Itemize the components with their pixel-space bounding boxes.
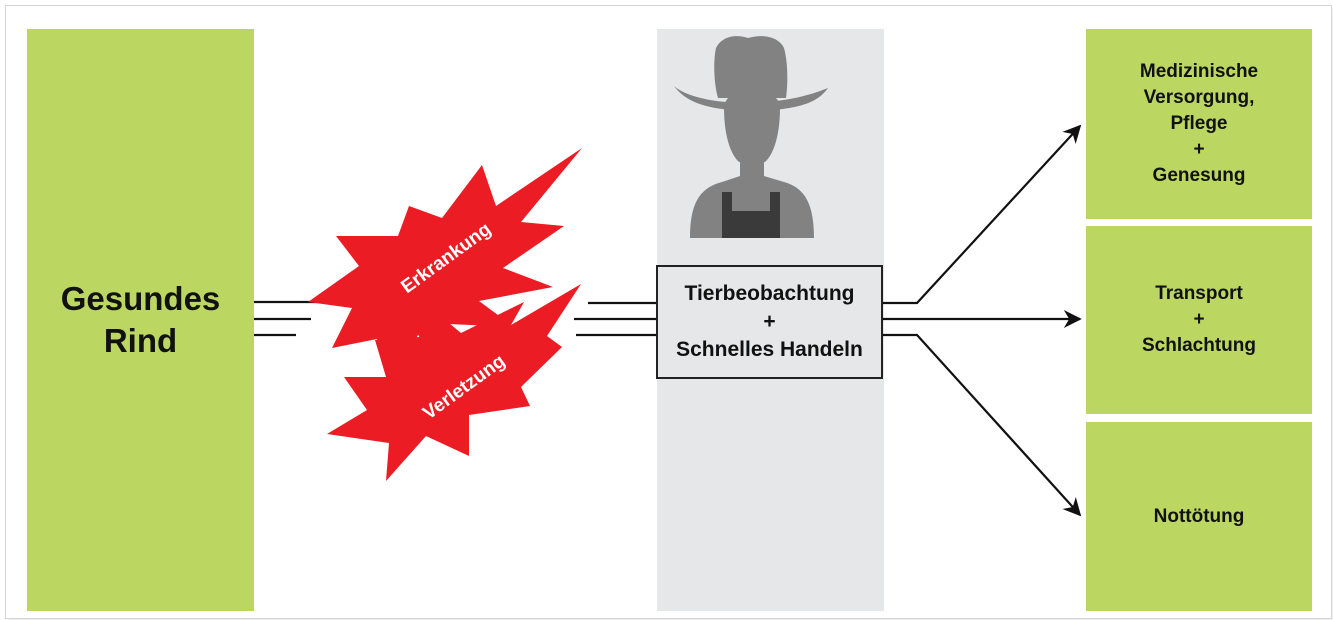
healthy-cattle-label-line2: Rind	[103, 322, 178, 359]
outcome-plus: +	[1193, 139, 1205, 160]
injury-burst-icon	[327, 284, 581, 481]
input-lines-right	[574, 301, 656, 337]
observation-label: Tierbeobachtung	[684, 282, 855, 305]
healthy-cattle-box: Gesundes Rind	[27, 29, 254, 611]
outcome-line: Genesung	[1152, 165, 1246, 186]
diagram-graphics: Erkrankung Verletzung	[254, 36, 1082, 517]
outcome-medical-care-box: Medizinische Versorgung, Pflege + Genesu…	[1086, 29, 1312, 219]
healthy-cattle-label-line1: Gesundes	[60, 280, 221, 317]
quick-action-label: Schnelles Handeln	[676, 338, 863, 361]
observation-action-box: Tierbeobachtung + Schnelles Handeln	[656, 265, 883, 379]
outcome-line: Nottötung	[1153, 505, 1245, 527]
output-arrows	[883, 124, 1082, 517]
outcome-line: Transport	[1155, 283, 1243, 304]
outcome-transport-box: Transport + Schlachtung	[1086, 226, 1312, 414]
disease-burst-icon	[308, 148, 582, 378]
plus-sign: +	[763, 310, 776, 333]
outcome-plus: +	[1193, 309, 1205, 330]
outcome-emergency-killing-box: Nottötung	[1086, 422, 1312, 611]
input-lines-left	[254, 300, 328, 337]
outcome-line: Pflege	[1170, 113, 1228, 134]
outcome-line: Schlachtung	[1141, 335, 1256, 356]
farmer-icon	[674, 36, 828, 238]
outcome-line: Versorgung,	[1143, 87, 1255, 108]
diagram-frame: Gesundes Rind	[5, 5, 1332, 619]
outcome-line: Medizinische	[1139, 61, 1259, 82]
